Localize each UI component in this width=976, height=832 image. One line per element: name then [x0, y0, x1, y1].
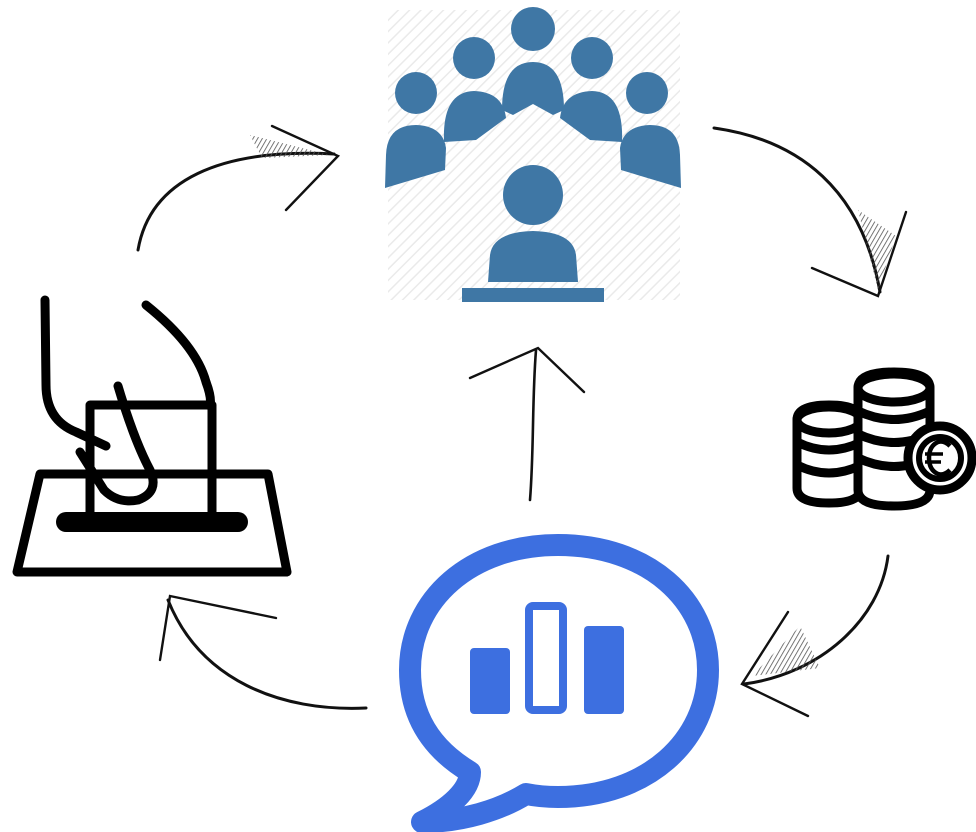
arrow-opinion-to-vote	[158, 594, 368, 710]
arrow-budget-to-opinion	[740, 554, 890, 718]
arrow-vote-to-assembly	[136, 124, 341, 252]
ballot-box-vote-icon	[12, 295, 292, 577]
assembly-people-icon	[385, 7, 681, 302]
arrow-assembly-to-budget	[712, 126, 908, 298]
arrow-opinion-to-assembly	[468, 346, 586, 502]
speech-bubble-chart-icon	[399, 534, 719, 832]
euro-coins-icon	[792, 367, 976, 511]
